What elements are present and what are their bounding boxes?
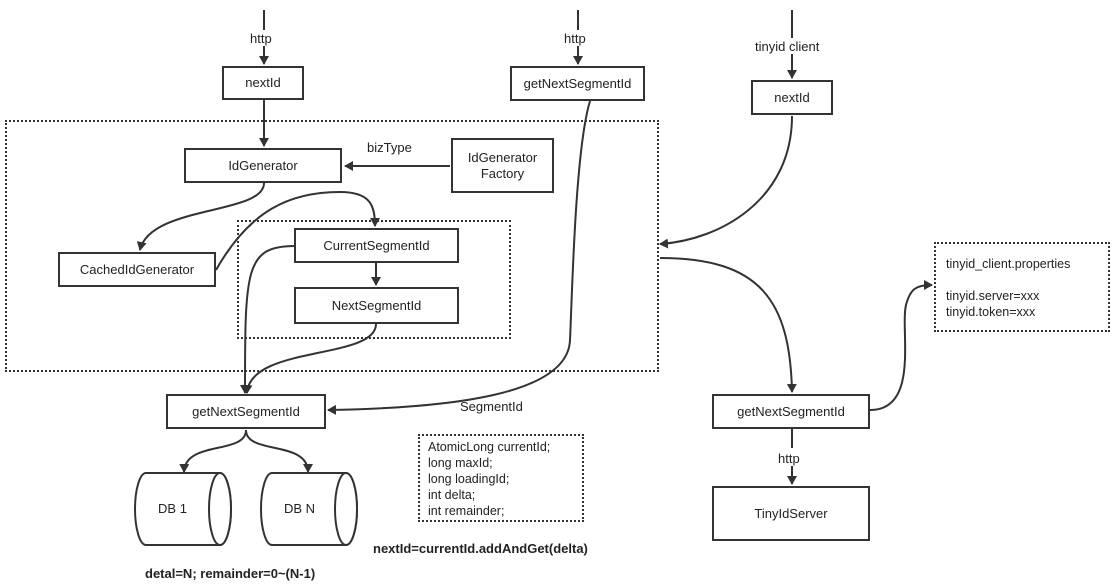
segment-buffer-container	[237, 220, 511, 339]
label-segment-id: SegmentId	[460, 399, 523, 414]
properties-line: tinyid.server=xxx	[946, 289, 1040, 303]
segment-field: int remainder;	[428, 504, 505, 518]
edge-getnext-to-properties	[869, 280, 933, 411]
label-biz-type: bizType	[367, 140, 412, 155]
segment-field: int delta;	[428, 488, 476, 502]
id-generator-factory-node: IdGenerator Factory	[451, 138, 554, 193]
get-next-segment-id-node-right: getNextSegmentId	[712, 394, 870, 429]
edge-box-to-right-getnext	[659, 257, 797, 393]
label-http-middle: http	[564, 31, 586, 46]
edge-next-to-getnext	[242, 323, 377, 394]
label-http-left: http	[250, 31, 272, 46]
edge-getnext-to-dbn	[245, 429, 313, 473]
db-1-label: DB 1	[158, 501, 187, 516]
id-generator-node: IdGenerator	[184, 148, 342, 183]
get-next-segment-id-node-top: getNextSegmentId	[510, 66, 645, 101]
get-next-segment-id-node-bottom: getNextSegmentId	[166, 394, 326, 429]
edge-current-to-getnext	[240, 245, 296, 394]
properties-title: tinyid_client.properties	[946, 257, 1071, 271]
cached-id-generator-node: CachedIdGenerator	[58, 252, 216, 287]
label-tinyid-client: tinyid client	[755, 39, 820, 54]
tiny-id-server-node: TinyIdServer	[712, 486, 870, 541]
edge-cached-to-current	[215, 190, 380, 271]
properties-line: tinyid.token=xxx	[946, 305, 1036, 319]
label-http-bottom: http	[778, 451, 800, 466]
edge-getnext-to-db1	[179, 429, 247, 473]
db-n-cylinder-cap	[334, 472, 358, 546]
edge-client-nextid-to-box	[659, 115, 793, 249]
segment-field: long loadingId;	[428, 472, 510, 486]
next-id-node-right: nextId	[751, 80, 833, 115]
edge-idgenerator-to-cached	[136, 182, 265, 251]
next-id-node-left: nextId	[222, 66, 304, 100]
client-properties-note: tinyid_client.properties tinyid.server=x…	[934, 242, 1110, 332]
next-id-formula-caption: nextId=currentId.addAndGet(delta)	[373, 541, 588, 556]
db-1-cylinder-cap	[208, 472, 232, 546]
delta-formula-caption: detal=N; remainder=0~(N-1)	[145, 566, 316, 581]
current-segment-id-node: CurrentSegmentId	[294, 228, 459, 263]
segment-field: long maxId;	[428, 456, 493, 470]
id-generator-container	[5, 120, 659, 372]
db-n-label: DB N	[283, 501, 316, 516]
segment-id-fields-note: AtomicLong currentId; long maxId; long l…	[418, 434, 584, 522]
next-segment-id-node: NextSegmentId	[294, 287, 459, 324]
edge-top-getnext-to-bottom	[327, 100, 591, 415]
segment-field: AtomicLong currentId;	[428, 440, 551, 454]
